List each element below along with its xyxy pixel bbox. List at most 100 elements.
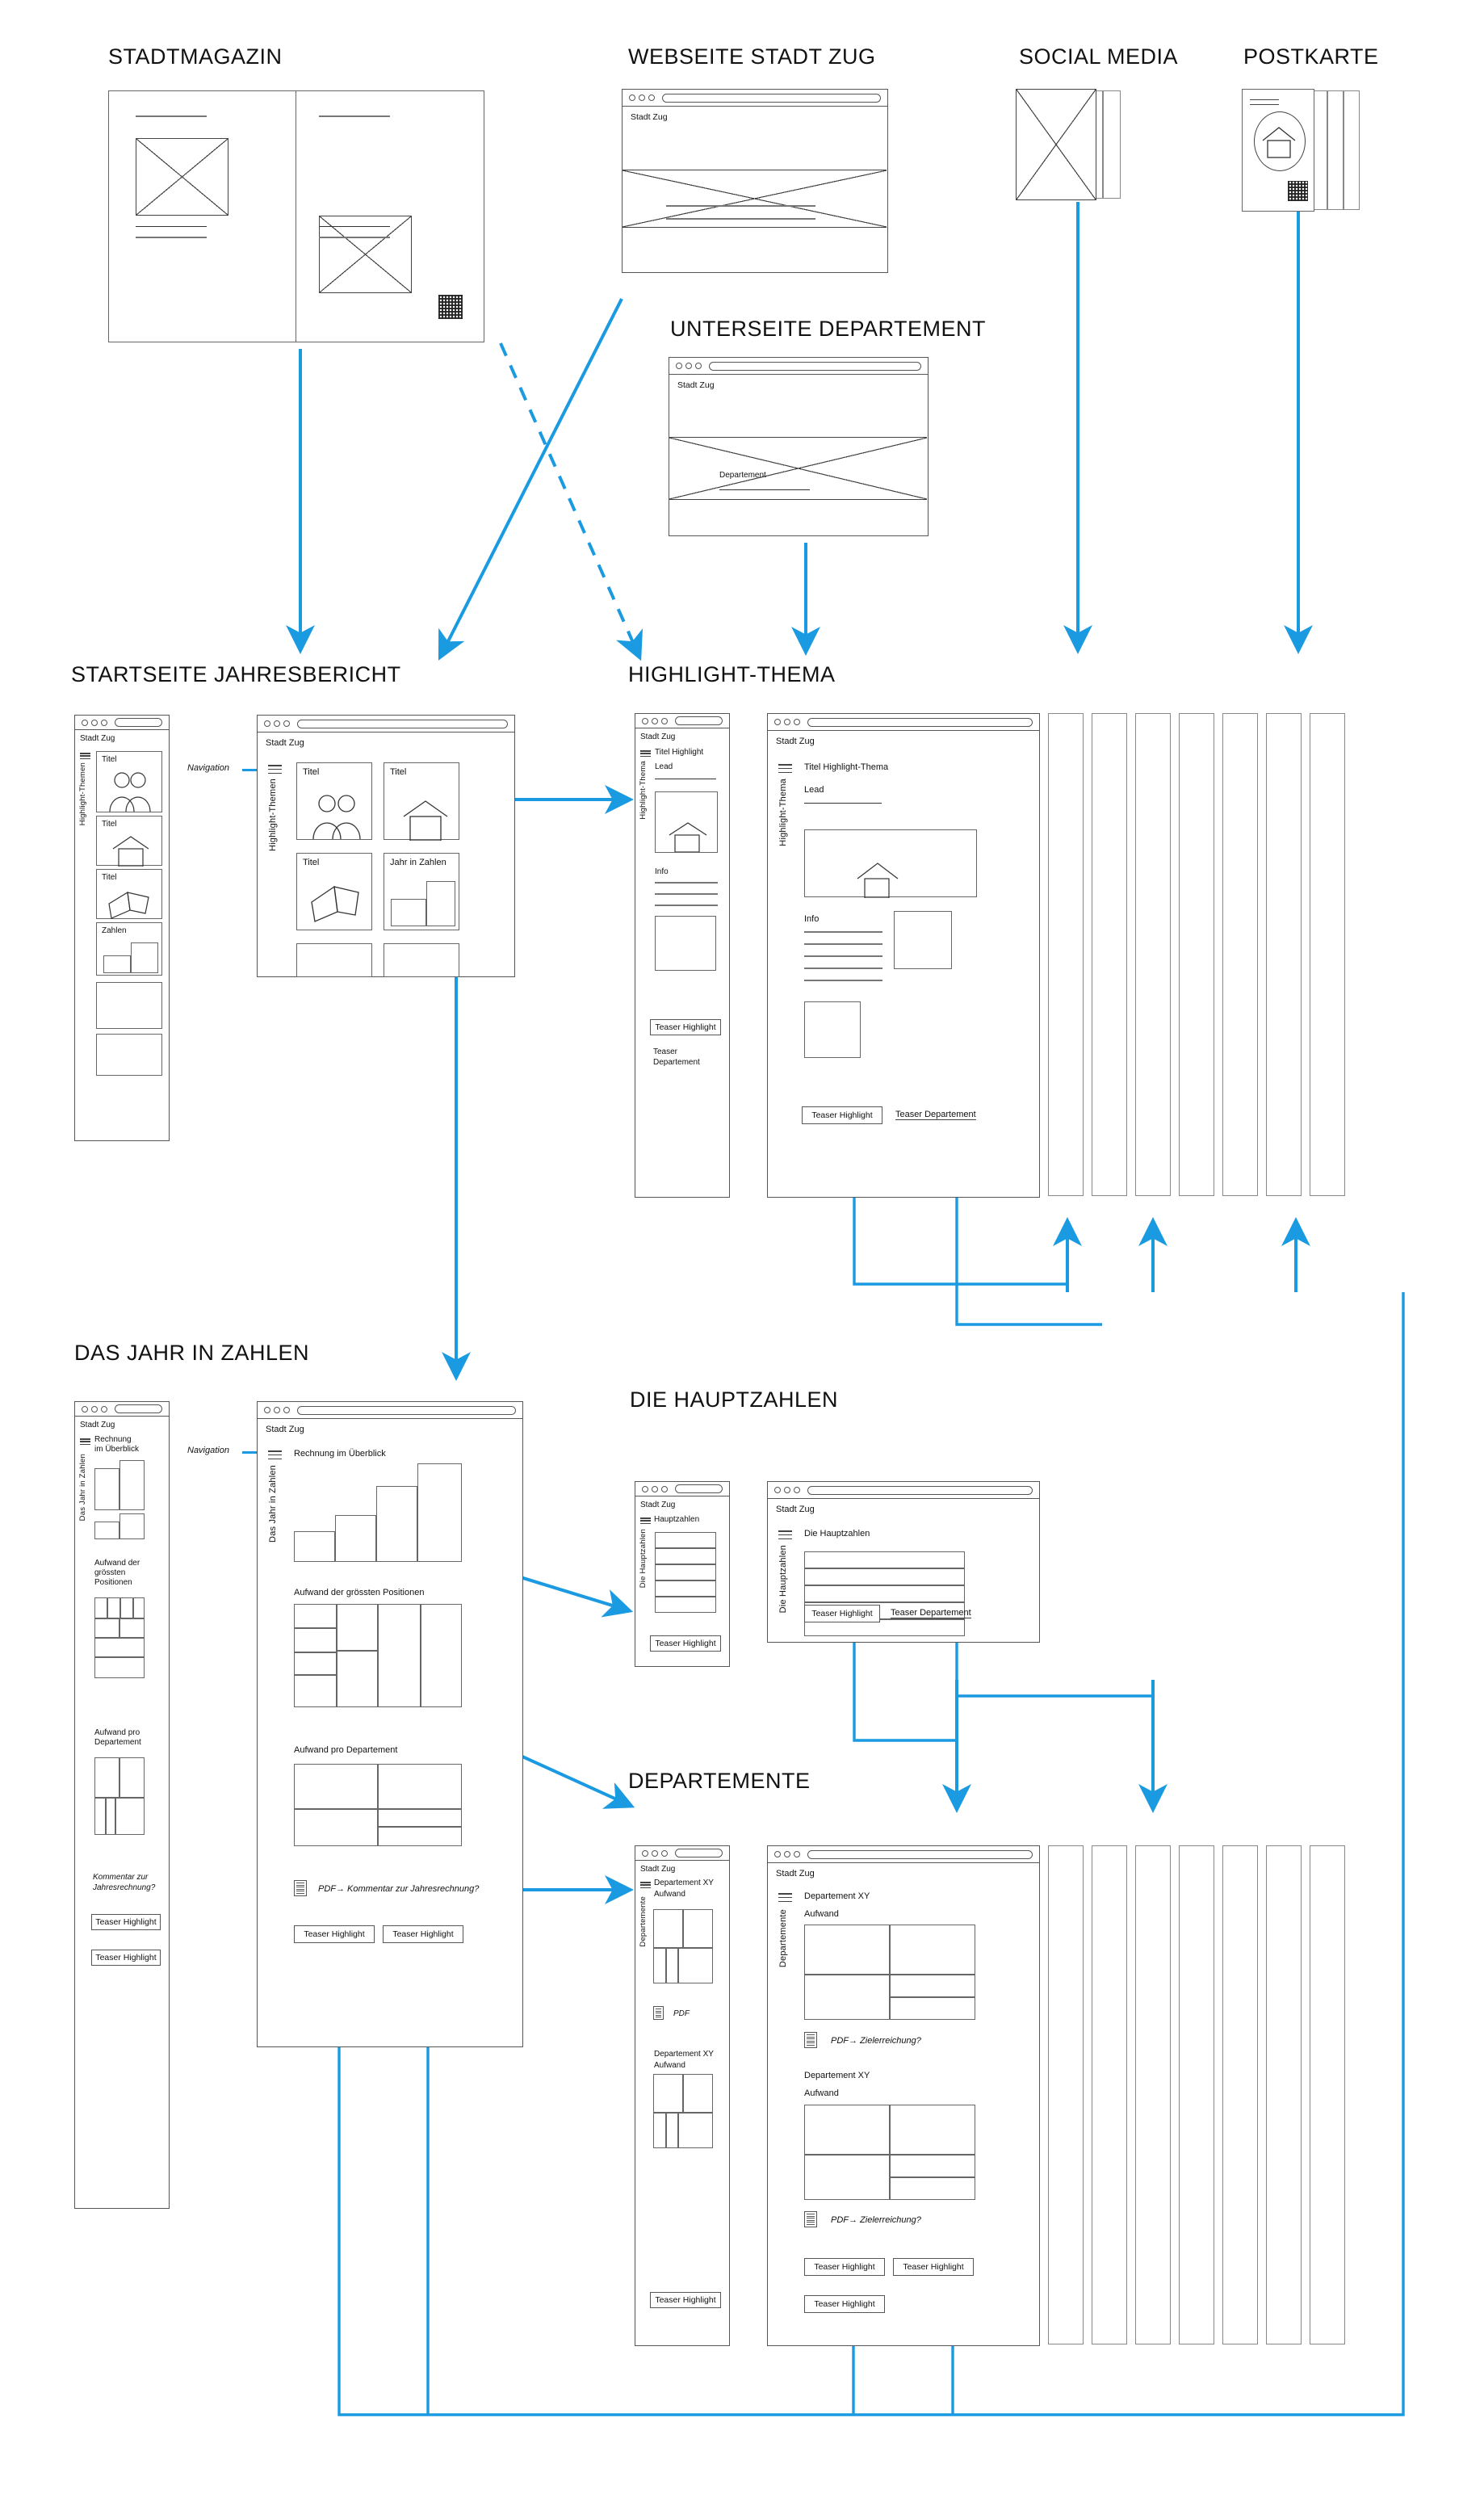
teaser-departement-link[interactable]: Teaser Departement [895, 1110, 976, 1120]
url-bar[interactable] [675, 1484, 723, 1493]
pdf-zielerreichung-link-2[interactable]: PDF→ Zielerreichung? [831, 2215, 921, 2225]
url-bar[interactable] [115, 718, 162, 727]
card-titel-2[interactable]: Titel [96, 816, 162, 867]
departemente-stacked-pages [1048, 1845, 1395, 2346]
url-bar[interactable] [297, 1405, 516, 1415]
hamburger-menu-icon[interactable] [268, 765, 282, 774]
bar-3 [94, 1522, 119, 1539]
page-title: Hauptzahlen [654, 1515, 700, 1524]
teaser-highlight-button[interactable]: Teaser Highlight [383, 1925, 463, 1943]
page-title: Titel Highlight [655, 748, 704, 757]
window-dots-icon [264, 720, 290, 727]
body-text-rule [666, 205, 815, 207]
highlight-desktop-frame[interactable]: Stadt Zug Titel Highlight-Thema Highligh… [767, 713, 1040, 1198]
url-bar[interactable] [709, 361, 921, 371]
stack-page [1048, 713, 1084, 1196]
card-titel-1[interactable]: Titel [296, 762, 372, 840]
card-extra[interactable] [296, 943, 372, 977]
card-titel-3[interactable]: Titel [96, 869, 162, 919]
sub-label-aufwand-1: Aufwand [654, 1890, 685, 1899]
unterseite-browser-frame[interactable]: Stadt Zug Departement [669, 357, 929, 536]
stack-page [1266, 713, 1302, 1196]
departemente-mobile-frame[interactable]: Stadt Zug Departement XY Aufwand Departe… [635, 1845, 730, 2346]
card-zahlen[interactable]: Zahlen [96, 922, 162, 976]
url-bar[interactable] [807, 717, 1033, 727]
postkarte-stack[interactable] [1242, 89, 1427, 218]
card-extra[interactable] [96, 982, 162, 1029]
card-titel-1[interactable]: Titel [96, 751, 162, 812]
highlight-image-placeholder [655, 791, 718, 853]
url-bar[interactable] [675, 716, 723, 725]
url-bar[interactable] [115, 1404, 162, 1413]
window-dots-icon [774, 1487, 800, 1493]
hauptzahlen-mobile-frame[interactable]: Stadt Zug Hauptzahlen Die Hauptzahlen Te… [635, 1481, 730, 1667]
teaser-highlight-button[interactable]: Teaser Highlight [91, 1950, 161, 1966]
card-titel-3[interactable]: Titel [296, 853, 372, 930]
teaser-highlight-button[interactable]: Teaser Highlight [893, 2258, 974, 2276]
stack-page [1179, 1845, 1214, 2344]
teaser-highlight-button[interactable]: Teaser Highlight [91, 1914, 161, 1930]
card-extra[interactable] [96, 1034, 162, 1076]
hamburger-menu-icon[interactable] [640, 1882, 651, 1888]
pdf-icon[interactable] [804, 2211, 817, 2227]
info-rule [655, 882, 718, 884]
teaser-highlight-button[interactable]: Teaser Highlight [804, 2295, 885, 2313]
startseite-mobile-frame[interactable]: Stadt Zug Highlight-Themen Titel Titel T… [74, 715, 170, 1141]
section-label-aufwand-positionen: Aufwand der grössten Positionen [294, 1588, 425, 1597]
zahlen-desktop-frame[interactable]: Stadt Zug Rechnung im Überblick Das Jahr… [257, 1401, 523, 2047]
pdf-icon[interactable] [294, 1880, 307, 1896]
teaser-highlight-button[interactable]: Teaser Highlight [802, 1106, 882, 1124]
rail-label-das-jahr-in-zahlen: Das Jahr in Zahlen [268, 1465, 278, 1543]
teaser-highlight-button[interactable]: Teaser Highlight [804, 1605, 880, 1622]
pdf-icon[interactable] [804, 2032, 817, 2048]
browser-chrome [768, 714, 1039, 731]
treemap-departement [94, 1757, 145, 1835]
webseite-browser-frame[interactable]: Stadt Zug [622, 89, 888, 273]
hauptzahlen-desktop-frame[interactable]: Stadt Zug Die Hauptzahlen Die Hauptzahle… [767, 1481, 1040, 1643]
teaser-highlight-button[interactable]: Teaser Highlight [650, 1019, 721, 1035]
startseite-desktop-frame[interactable]: Stadt Zug Highlight-Themen Titel Titel T… [257, 715, 515, 977]
card-extra[interactable] [384, 943, 459, 977]
hamburger-menu-icon[interactable] [80, 753, 90, 759]
stadtmagazin-spread[interactable] [108, 90, 484, 342]
qr-code-icon [1288, 181, 1308, 201]
postkarte-rule [1250, 99, 1279, 101]
card-title: Titel [102, 820, 117, 829]
site-brand: Stadt Zug [631, 112, 668, 122]
url-bar[interactable] [675, 1849, 723, 1857]
pdf-kommentar-link[interactable]: PDF→ Kommentar zur Jahresrechnung? [318, 1884, 480, 1894]
hamburger-menu-icon[interactable] [778, 764, 792, 773]
rail-label-highlight-themen: Highlight-Themen [78, 762, 87, 826]
highlight-mobile-frame[interactable]: Stadt Zug Titel Highlight Highlight-Them… [635, 713, 730, 1198]
teaser-highlight-button[interactable]: Teaser Highlight [650, 2292, 721, 2308]
hamburger-menu-icon[interactable] [778, 1893, 792, 1902]
teaser-highlight-button[interactable]: Teaser Highlight [294, 1925, 375, 1943]
teaser-highlight-button[interactable]: Teaser Highlight [650, 1635, 721, 1652]
departemente-desktop-frame[interactable]: Stadt Zug Departement XY Departemente Au… [767, 1845, 1040, 2346]
hamburger-menu-icon[interactable] [640, 750, 651, 757]
pdf-icon[interactable] [653, 2006, 664, 2020]
hamburger-menu-icon[interactable] [268, 1450, 282, 1459]
teaser-departement-link[interactable]: Teaser Departement [891, 1608, 971, 1618]
pdf-zielerreichung-link-1[interactable]: PDF→ Zielerreichung? [831, 2036, 921, 2046]
url-bar[interactable] [297, 719, 508, 728]
qr-code-icon [438, 295, 463, 319]
pdf-label[interactable]: PDF [673, 2009, 690, 2018]
site-brand: Stadt Zug [266, 738, 304, 748]
browser-chrome [669, 358, 928, 375]
card-jahr-in-zahlen[interactable]: Jahr in Zahlen [384, 853, 459, 930]
hamburger-menu-icon[interactable] [640, 1517, 651, 1524]
social-media-stack[interactable] [1016, 89, 1185, 202]
hamburger-menu-icon[interactable] [778, 1530, 792, 1539]
url-bar[interactable] [807, 1849, 1033, 1859]
card-titel-2[interactable]: Titel [384, 762, 459, 841]
url-bar[interactable] [662, 93, 881, 103]
url-bar[interactable] [807, 1485, 1033, 1495]
magazine-text-rule [319, 226, 390, 228]
teaser-highlight-button[interactable]: Teaser Highlight [804, 2258, 885, 2276]
stack-page [1092, 1845, 1127, 2344]
hamburger-menu-icon[interactable] [80, 1438, 90, 1445]
